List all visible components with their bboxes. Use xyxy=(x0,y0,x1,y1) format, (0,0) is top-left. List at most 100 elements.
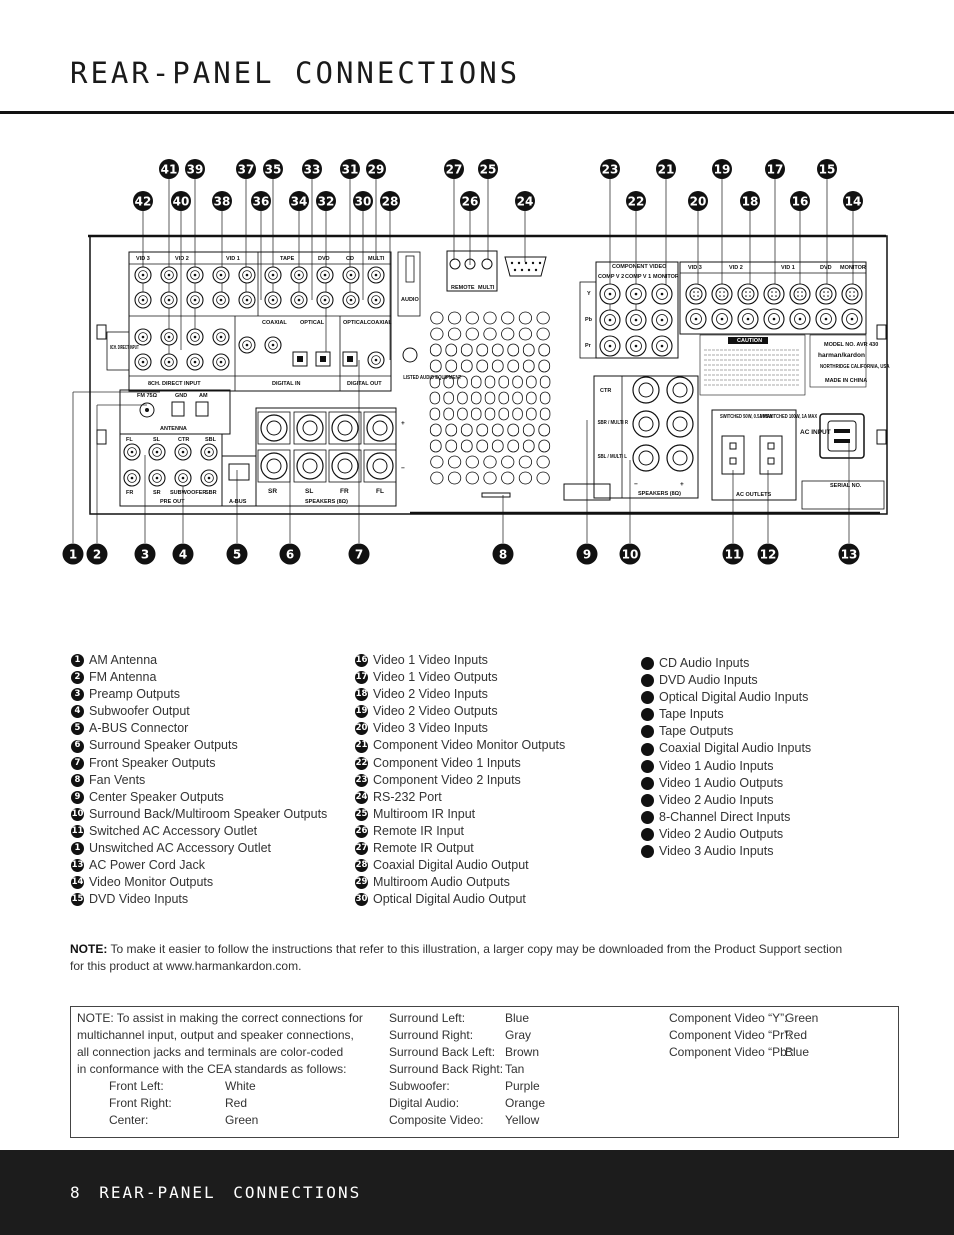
svg-text:CTR: CTR xyxy=(178,437,189,443)
label-pre-out: PRE OUT xyxy=(160,499,185,505)
svg-text:FL: FL xyxy=(126,437,133,443)
s-video-jack xyxy=(685,283,707,305)
callout-number: 2 xyxy=(93,547,101,561)
legend-label: Video 2 Video Outputs xyxy=(373,704,498,719)
legend-item: 8-Channel Direct Inputs xyxy=(641,809,811,826)
callout-badge xyxy=(641,845,654,859)
legend-label: Video 2 Audio Inputs xyxy=(659,792,774,807)
callout-32 xyxy=(316,191,336,211)
color-code-channel: Component Video “Pr”: xyxy=(669,1028,792,1042)
svg-text:FR: FR xyxy=(126,490,133,496)
legend-label: Tape Outputs xyxy=(659,724,734,739)
legend-item: Tape Outputs xyxy=(641,723,811,740)
rs232-port xyxy=(504,256,547,277)
svg-text:COMP V 2: COMP V 2 xyxy=(598,274,624,280)
legend-label: Remote IR Output xyxy=(373,841,474,856)
callout-badge: 11 xyxy=(71,824,84,838)
legend-label: Surround Speaker Outputs xyxy=(89,738,238,753)
callout-badge: 5 xyxy=(71,722,84,736)
callout-number: 31 xyxy=(342,162,359,176)
callout-number: 15 xyxy=(819,162,836,176)
legend-item: Optical Digital Audio Inputs xyxy=(641,689,811,706)
callout-number: 1 xyxy=(69,547,77,561)
svg-text:−: − xyxy=(634,481,638,488)
legend-label: Video 1 Video Inputs xyxy=(373,653,488,667)
color-code-row: Component Video “Y”:Green xyxy=(669,1010,818,1027)
callout-number: 36 xyxy=(253,194,270,208)
callout-16 xyxy=(790,191,810,211)
callout-number: 20 xyxy=(690,194,707,208)
legend-label: Video 1 Video Outputs xyxy=(373,670,498,685)
callout-badge: 26 xyxy=(355,824,368,838)
svg-text:FL: FL xyxy=(376,488,384,495)
legend-label: Tape Inputs xyxy=(659,707,724,722)
legend-label: Component Video 1 Inputs xyxy=(373,755,521,770)
color-code-value: Tan xyxy=(505,1062,525,1076)
legend-item: Video 3 Audio Inputs xyxy=(641,843,811,860)
callout-number: 8 xyxy=(499,547,507,561)
color-code-value: Red xyxy=(785,1028,808,1042)
legend-item: Video 1 Audio Inputs xyxy=(641,758,811,775)
legend-label: Coaxial Digital Audio Output xyxy=(373,858,529,873)
color-code-row: Front Left:White xyxy=(109,1078,363,1095)
callout-badge: 17 xyxy=(355,671,368,685)
color-code-channel: Digital Audio: xyxy=(389,1096,460,1110)
s-video-jack xyxy=(815,283,837,305)
color-code-value: White xyxy=(225,1079,256,1093)
legend-label: Video 2 Video Inputs xyxy=(373,687,488,702)
svg-text:Pb: Pb xyxy=(585,317,593,323)
callout-badge: 1 xyxy=(71,842,84,856)
color-code-value: Purple xyxy=(505,1079,540,1093)
callout-badge: 28 xyxy=(355,859,368,873)
s-video-jack xyxy=(737,283,759,305)
label-8ch-direct-input: 8CH. DIRECT INPUT xyxy=(148,381,201,387)
legend-label: 8-Channel Direct Inputs xyxy=(659,809,791,824)
callout-badge xyxy=(641,708,654,722)
legend-label: Center Speaker Outputs xyxy=(89,789,224,804)
callout-2 xyxy=(86,543,108,565)
callout-badge: 4 xyxy=(71,705,84,719)
callout-12 xyxy=(757,543,779,565)
callout-number: 12 xyxy=(760,547,777,561)
callout-27 xyxy=(444,159,464,179)
svg-text:MONITOR: MONITOR xyxy=(840,265,866,271)
callout-badge xyxy=(641,691,654,705)
svg-text:CTR: CTR xyxy=(600,388,611,394)
callout-7 xyxy=(348,543,370,565)
legend-label: Multiroom Audio Outputs xyxy=(373,875,510,890)
svg-text:DVD: DVD xyxy=(820,265,832,271)
callout-21 xyxy=(656,159,676,179)
audio-inputs-block xyxy=(128,251,392,392)
callout-number: 18 xyxy=(742,194,759,208)
svg-text:SUBWOOFER: SUBWOOFER xyxy=(170,490,206,496)
svg-text:MONITOR: MONITOR xyxy=(653,274,679,280)
svg-text:SL: SL xyxy=(153,437,161,443)
callout-28 xyxy=(380,191,400,211)
callout-19 xyxy=(712,159,732,179)
callout-number: 41 xyxy=(161,162,178,176)
callout-23 xyxy=(600,159,620,179)
legend-label: Unswitched AC Accessory Outlet xyxy=(89,841,272,856)
legend-item: 1 Unswitched AC Accessory Outlet xyxy=(71,840,327,857)
callout-number: 35 xyxy=(265,162,282,176)
legend-label: Component Video 2 Inputs xyxy=(373,772,521,787)
callout-35 xyxy=(263,159,283,179)
callout-number: 38 xyxy=(214,194,231,208)
legend-label: FM Antenna xyxy=(89,670,157,685)
callout-6 xyxy=(279,543,301,565)
label-vid2: VID 2 xyxy=(175,256,189,262)
callout-36 xyxy=(251,191,271,211)
svg-text:Y: Y xyxy=(587,291,591,297)
